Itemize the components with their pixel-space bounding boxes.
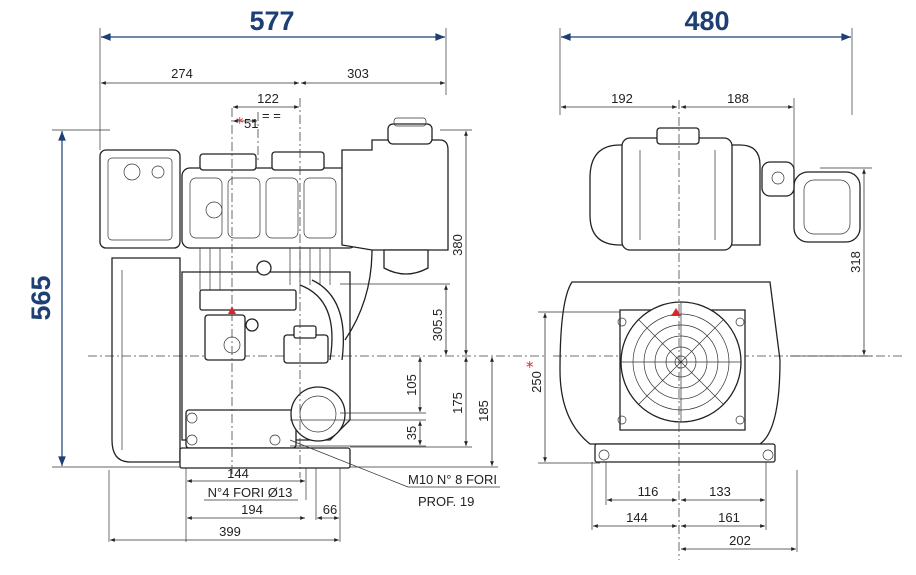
side-vertical-dimensions: 380 305.5 105 175 185 35 [290, 129, 498, 468]
dim-318: 318 [848, 251, 863, 273]
side-top-dimensions: 274 303 122 * 51 = = [101, 66, 445, 132]
asterisk-mark-51: * [236, 114, 244, 132]
holes-note: N°4 FORI Ø13 [208, 485, 293, 500]
overall-height-value: 565 [26, 275, 56, 320]
dim-380: 380 [450, 234, 465, 256]
dim-274: 274 [171, 66, 193, 81]
cog-marker-side [228, 306, 236, 314]
front-bottom-dimensions: 116 133 144 161 202 [591, 462, 798, 552]
dim-175: 175 [450, 392, 465, 414]
dim-51: 51 [244, 116, 258, 131]
dim-144-front: 144 [626, 510, 648, 525]
dim-305-5: 305.5 [430, 309, 445, 342]
overall-length-value: 577 [249, 6, 294, 36]
dim-66: 66 [323, 502, 337, 517]
overall-length-dimension: 577 [99, 6, 447, 150]
asterisk-mark-250: * [526, 358, 534, 376]
overall-height-dimension: 565 [26, 129, 180, 468]
svg-text:= =: = = [262, 108, 281, 123]
reference-markers [228, 306, 681, 316]
overall-width-value: 480 [684, 6, 729, 36]
front-top-dimensions: 192 188 [561, 91, 795, 170]
dim-188: 188 [727, 91, 749, 106]
front-vertical-dimensions: 318 250 * [526, 167, 872, 464]
dim-35: 35 [404, 426, 419, 440]
side-bottom-dimensions: 144 N°4 FORI Ø13 194 66 399 M10 N° 8 FOR… [108, 439, 500, 542]
dim-185: 185 [476, 400, 491, 422]
dim-192: 192 [611, 91, 633, 106]
dim-122: 122 [257, 91, 279, 106]
bolt-note-line2: PROF. 19 [418, 494, 474, 509]
dim-116: 116 [638, 484, 659, 499]
dim-250: 250 [529, 371, 544, 393]
dim-161: 161 [718, 510, 740, 525]
dim-133: 133 [709, 484, 731, 499]
cog-marker-front [671, 308, 681, 316]
dim-202: 202 [729, 533, 751, 548]
engine-front-view [559, 100, 861, 560]
dim-399: 399 [219, 524, 241, 539]
overall-width-dimension: 480 [559, 6, 853, 115]
dim-194: 194 [241, 502, 263, 517]
engine-side-view [99, 98, 449, 478]
dim-303: 303 [347, 66, 369, 81]
bolt-note-line1: M10 N° 8 FORI [408, 472, 497, 487]
dim-105: 105 [404, 374, 419, 396]
dim-144-side: 144 [227, 466, 249, 481]
